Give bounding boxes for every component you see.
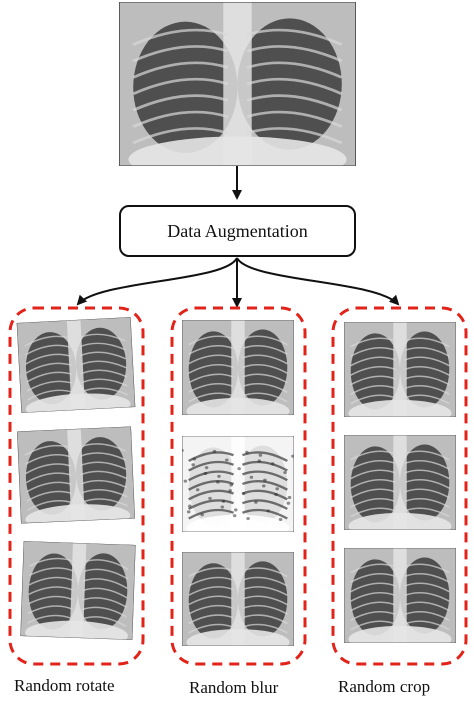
cropped-xray-1 [344,322,456,417]
process-label: Data Augmentation [167,220,308,241]
xray-picture [182,552,294,646]
blur-group-xray-1 [182,320,294,415]
xray-picture [344,548,456,643]
label-random-rotate: Random rotate [14,676,115,695]
rotate-group-frame [8,306,145,666]
arrow-to-rotate-group [76,257,238,306]
rotated-xray-1 [16,317,136,413]
arrow-to-crop-group [236,257,400,306]
xray-picture [16,317,136,413]
xray-picture [182,436,294,532]
blur-group-frame [170,306,307,666]
blur-group-xray-3 [182,552,294,646]
data-augmentation-box: Data Augmentation [119,205,356,257]
xray-picture [344,322,456,417]
rotated-xray-2 [17,426,135,524]
label-random-blur: Random blur [189,678,279,697]
xray-picture [182,320,294,415]
label-random-crop: Random crop [338,677,431,696]
rotated-xray-3 [20,541,136,640]
xray-picture [119,2,356,166]
source-xray-image [119,2,356,166]
xray-picture [17,426,135,524]
blurred-xray [182,436,294,532]
cropped-xray-3 [344,548,456,643]
crop-group-frame [331,306,468,666]
cropped-xray-2 [344,435,456,530]
xray-picture [344,435,456,530]
xray-picture [20,541,136,640]
